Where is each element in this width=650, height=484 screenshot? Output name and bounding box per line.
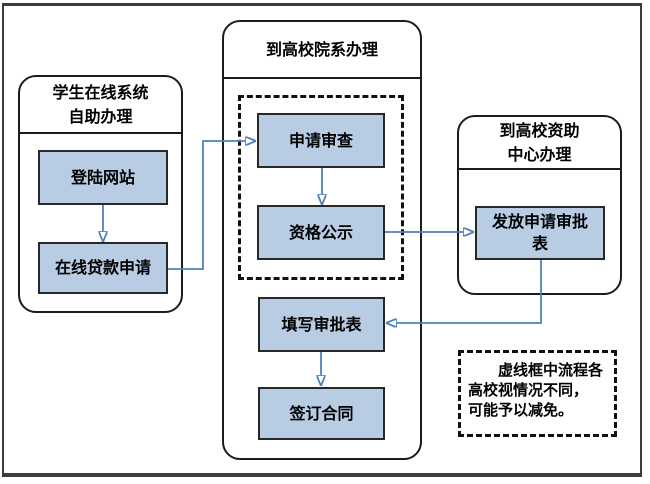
step-sign-contract-label: 签订合同 — [289, 403, 354, 423]
step-login-website-label: 登陆网站 — [70, 167, 135, 187]
step-issue-approval-form-line1: 发放申请审批 — [491, 212, 588, 231]
panel-department-title: 到高校院系办理 — [224, 22, 420, 79]
panel-student-title-line2: 自助办理 — [68, 106, 133, 126]
note-line1: 虚线框中流程各 — [498, 361, 604, 379]
step-application-review-label: 申请审查 — [288, 130, 353, 150]
panel-funding-title: 到高校资助 中心办理 — [459, 117, 620, 170]
step-sign-contract: 签订合同 — [258, 387, 385, 440]
step-fill-approval-form: 填写审批表 — [258, 297, 385, 352]
panel-student-title: 学生在线系统 自助办理 — [20, 77, 181, 134]
step-login-website: 登陆网站 — [38, 150, 168, 205]
panel-funding-title-line1: 到高校资助 — [499, 120, 580, 140]
step-application-review: 申请审查 — [257, 113, 385, 168]
panel-funding-title-line2: 中心办理 — [507, 144, 572, 164]
panel-department-title-line1: 到高校院系办理 — [265, 39, 378, 59]
step-fill-approval-form-label: 填写审批表 — [281, 314, 362, 334]
panel-funding-center: 到高校资助 中心办理 — [457, 115, 622, 295]
note-line2: 高校视情况不同， — [468, 381, 589, 399]
panel-student-title-line1: 学生在线系统 — [52, 82, 149, 102]
step-qualification-publicity-label: 资格公示 — [288, 222, 353, 242]
step-online-loan-application: 在线贷款申请 — [38, 242, 168, 294]
step-online-loan-application-label: 在线贷款申请 — [54, 258, 151, 277]
step-qualification-publicity: 资格公示 — [257, 205, 385, 260]
outer-frame — [2, 3, 642, 477]
step-issue-approval-form-line2: 表 — [531, 234, 548, 253]
note-line3: 可能予以减免。 — [468, 401, 574, 419]
step-issue-approval-form: 发放申请审批 表 — [475, 206, 605, 260]
note-dashed-box: 虚线框中流程各 高校视情况不同， 可能予以减免。 — [458, 350, 617, 437]
